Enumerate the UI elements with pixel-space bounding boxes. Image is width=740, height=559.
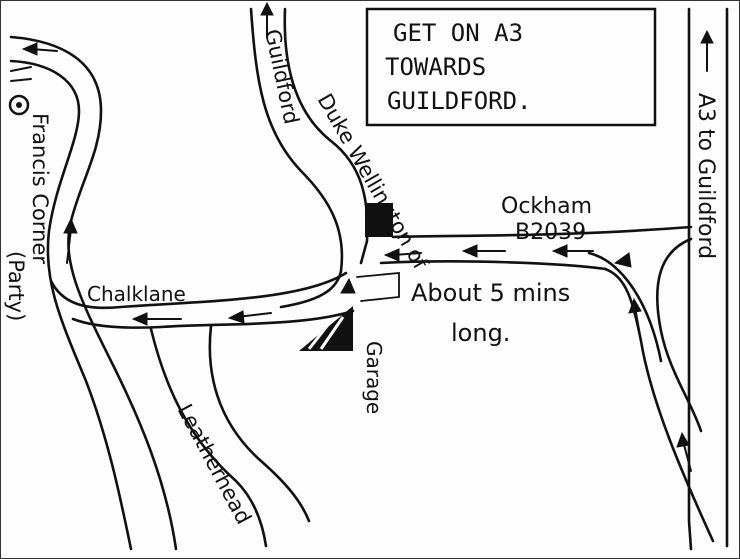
duke-of-wellington-marker (365, 203, 393, 237)
about-5-mins-label: About 5 mins (411, 279, 570, 307)
a3-road (687, 7, 729, 551)
garage-marker (299, 306, 353, 351)
note-line-3: GUILDFORD. (387, 87, 532, 115)
note-line-2: TOWARDS (385, 53, 486, 81)
party-location-marker (8, 66, 32, 116)
a3-to-guildford-label: A3 to Guildford (693, 93, 718, 259)
chalk-lane-label: Chalklane (87, 282, 186, 306)
garage-label: Garage (362, 341, 386, 414)
note-line-1: GET ON A3 (393, 19, 523, 47)
leatherhead-road (149, 324, 311, 548)
chalk-lane-road (49, 271, 355, 329)
duke-of-wellington-label: Duke Wellington of (313, 90, 433, 274)
leatherhead-label: Leatherhead (173, 400, 256, 528)
ockham-b2039-road (379, 225, 693, 271)
roundabout-island (356, 272, 400, 302)
francis-corner-label: Francis Corner (28, 113, 52, 264)
long-label: long. (451, 319, 510, 347)
route-arrows (21, 1, 714, 472)
a3-slip-road (587, 237, 715, 543)
ockham-label: Ockham (501, 194, 592, 219)
b2039-label: B2039 (515, 220, 586, 245)
party-label: (Party) (4, 251, 28, 321)
instruction-note-box: GET ON A3 TOWARDS GUILDFORD. (365, 7, 657, 127)
